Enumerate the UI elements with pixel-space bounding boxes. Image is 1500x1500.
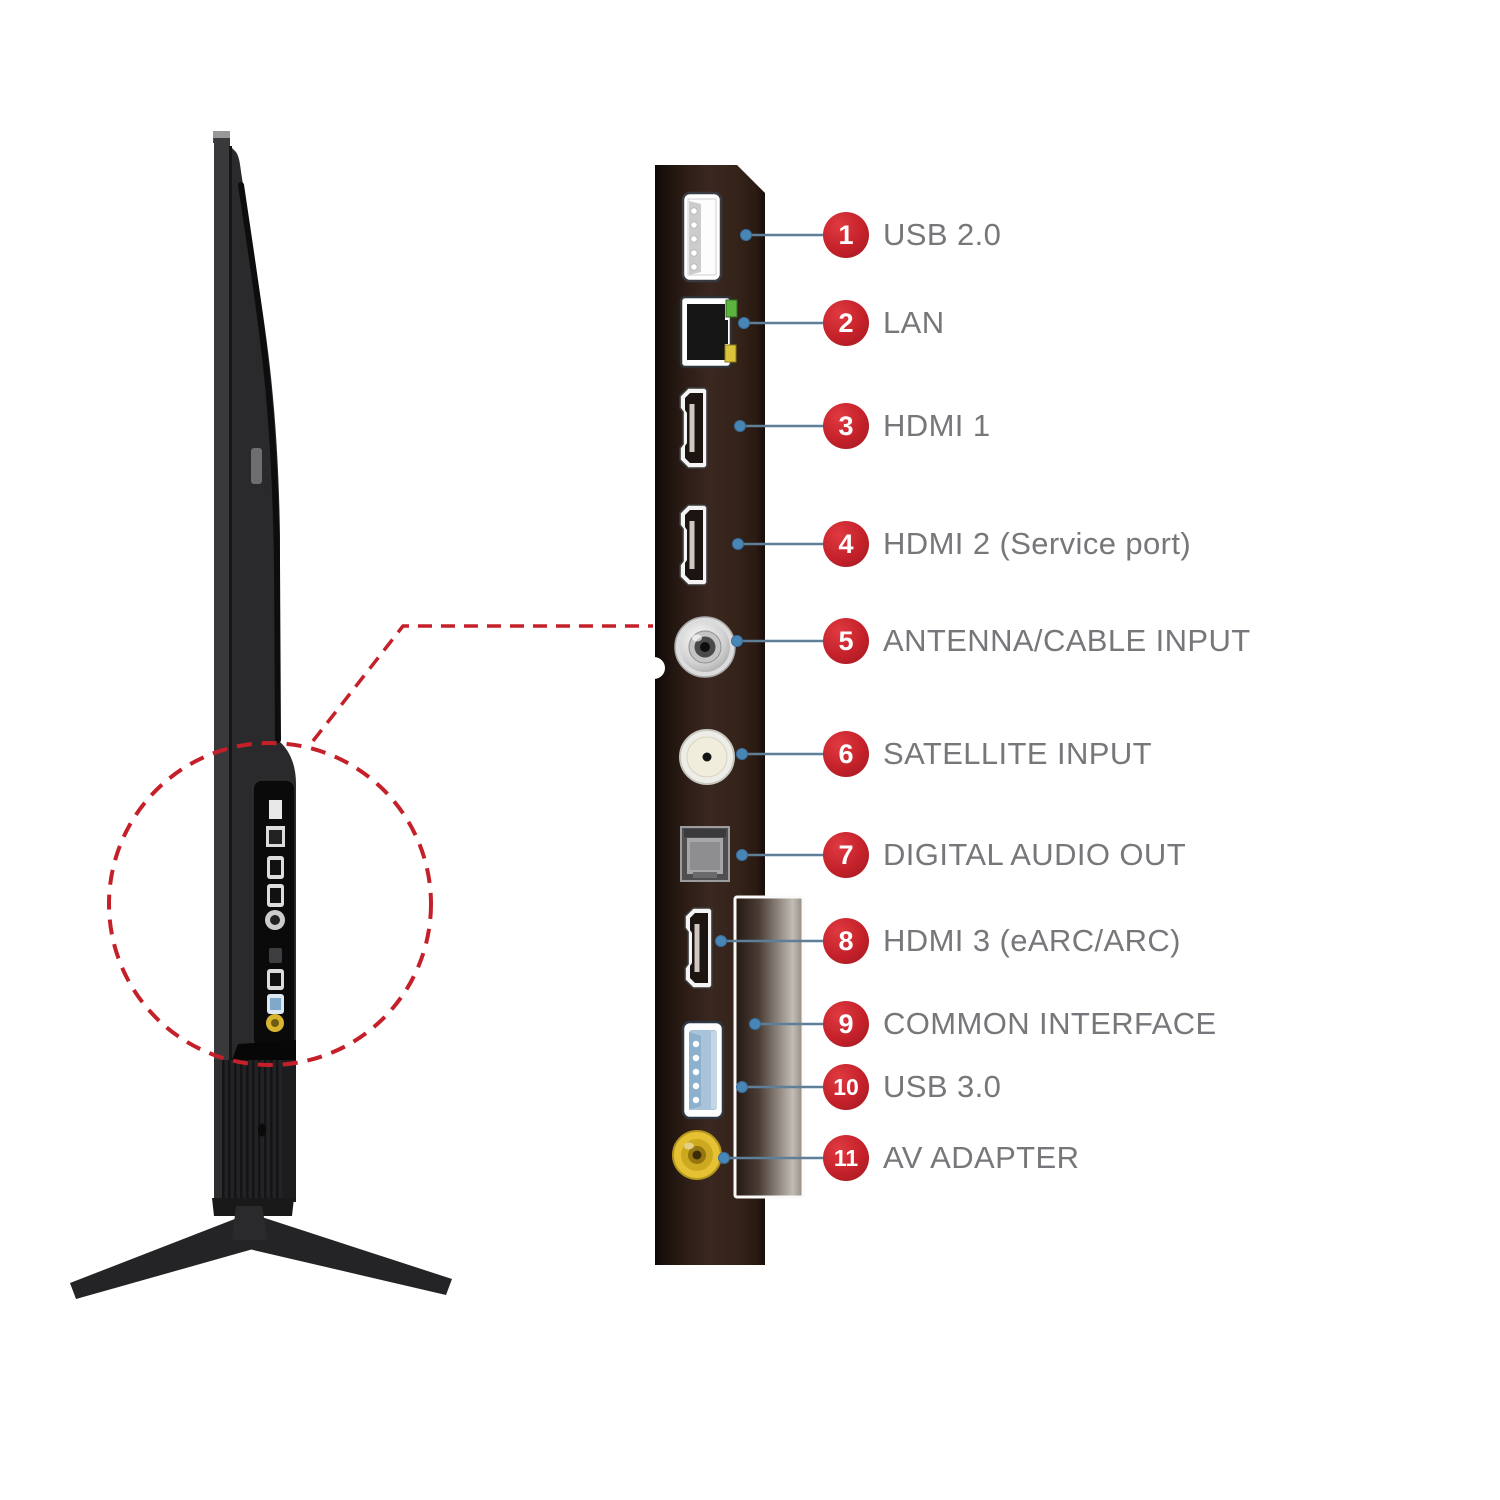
callout-hdmi-2: 4 HDMI 2 (Service port) [823,521,1191,567]
callout-number-badge: 11 [823,1135,869,1181]
callout-av-adapter: 11 AV ADAPTER [823,1135,1079,1181]
callout-usb-3.0: 10 USB 3.0 [823,1064,1001,1110]
callout-number-badge: 3 [823,403,869,449]
callout-lan: 2 LAN [823,300,945,346]
io-panel [643,165,805,1265]
callout-label: USB 2.0 [883,217,1002,252]
callout-label: HDMI 2 (Service port) [883,526,1192,561]
callout-label: DIGITAL AUDIO OUT [883,837,1187,872]
callout-usb-2.0: 1 USB 2.0 [823,212,1001,258]
callout-number-badge: 10 [823,1064,869,1110]
callout-number-badge: 9 [823,1001,869,1047]
callout-number-badge: 7 [823,832,869,878]
callout-hdmi-3: 8 HDMI 3 (eARC/ARC) [823,918,1181,964]
zoom-leader-dashed-line [311,624,653,743]
panel-notch [643,657,665,679]
tv-stand [70,1060,452,1299]
callout-number-badge: 8 [823,918,869,964]
callout-label: COMMON INTERFACE [883,1006,1217,1041]
digital-audio-out-port-icon [680,826,730,882]
callout-label: AV ADAPTER [883,1140,1080,1175]
usb-3.0-port-icon [681,1020,725,1120]
antenna-cable-port-icon [674,616,736,678]
callout-label: LAN [883,305,945,340]
tv-side-silhouette [213,131,296,1204]
tv-recess-mini-ports [265,800,285,1032]
callout-common-interface: 9 COMMON INTERFACE [823,1001,1217,1047]
zoom-highlight-circle [107,741,433,1067]
callout-digital-audio-out: 7 DIGITAL AUDIO OUT [823,832,1186,878]
callout-label: USB 3.0 [883,1069,1002,1104]
leader-lines [721,233,832,1160]
callout-label: ANTENNA/CABLE INPUT [883,623,1251,658]
callout-number-badge: 6 [823,731,869,777]
callout-number-badge: 5 [823,618,869,664]
lan-port-icon [679,295,738,369]
callout-number-badge: 2 [823,300,869,346]
callout-label: HDMI 3 (eARC/ARC) [883,923,1181,958]
callout-label: SATELLITE INPUT [883,736,1152,771]
callout-label: HDMI 1 [883,408,991,443]
common-interface-slot-icon [733,895,805,1199]
leader-dots [715,229,761,1164]
satellite-port-icon [679,729,735,785]
callout-number-badge: 4 [823,521,869,567]
callout-antenna-cable-input: 5 ANTENNA/CABLE INPUT [823,618,1251,664]
av-adapter-port-icon [672,1130,722,1180]
callout-satellite-input: 6 SATELLITE INPUT [823,731,1152,777]
callout-number-badge: 1 [823,212,869,258]
callout-hdmi-1: 3 HDMI 1 [823,403,990,449]
usb-2.0-port-icon [681,191,723,283]
